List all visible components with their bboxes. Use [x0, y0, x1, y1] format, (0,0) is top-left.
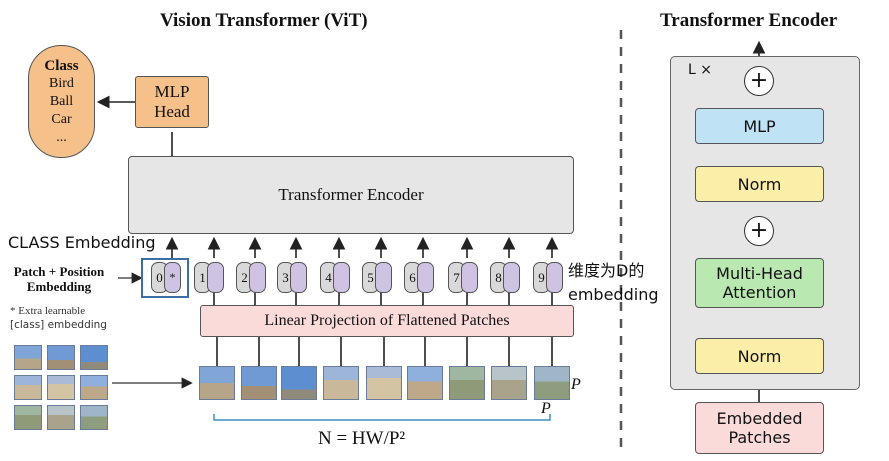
mlp-head-block: MLP Head [135, 76, 209, 128]
grid-patch-4 [14, 375, 42, 400]
embedded-patches-block: Embedded Patches [695, 402, 824, 454]
encoder-norm-bottom: Norm [695, 338, 824, 374]
patch-position-label: Patch + Position Embedding [0, 264, 118, 294]
patch-6 [407, 366, 443, 400]
token-8-embed [503, 262, 520, 293]
sequence-length-formula: N = HW/P² [318, 428, 406, 449]
grid-patch-3 [80, 345, 108, 370]
patch-2 [241, 366, 277, 400]
class-item-ball: Ball [49, 93, 74, 109]
linear-projection-block: Linear Projection of Flattened Patches [200, 305, 574, 337]
patch-position-line1: Patch + Position [13, 264, 105, 279]
grid-patch-8 [47, 405, 75, 430]
class-embedding-highlight [141, 258, 189, 298]
encoder-norm-top: Norm [695, 166, 824, 202]
residual-add-bottom: + [744, 216, 774, 246]
class-item-car: Car [51, 111, 72, 127]
patch-size-label-width: P [541, 400, 551, 417]
vit-title: Vision Transformer (ViT) [160, 10, 368, 31]
token-9-embed [546, 262, 563, 293]
grid-patch-2 [47, 345, 75, 370]
embedded-line2: Patches [728, 428, 791, 447]
patch-8 [491, 366, 527, 400]
transformer-encoder-block: Transformer Encoder [128, 156, 574, 234]
token-class-star: * [164, 262, 181, 293]
extra-learnable-note: * Extra learnable [class] embedding [10, 304, 107, 332]
encoder-mlp-block: MLP [695, 108, 824, 144]
patch-1 [199, 366, 235, 400]
grid-patch-1 [14, 345, 42, 370]
token-1: 1 [194, 262, 211, 293]
mha-line2: Attention [722, 283, 797, 302]
dimension-line1: 维度为D的 [568, 261, 645, 280]
token-6-embed [417, 262, 434, 293]
patch-5 [366, 366, 402, 400]
token-4-embed [333, 262, 350, 293]
patch-4 [323, 366, 359, 400]
layer-repeat-label: L × [688, 62, 712, 78]
patch-size-label-height: P [571, 376, 581, 393]
token-5-embed [375, 262, 392, 293]
mlp-head-line2: Head [154, 102, 190, 121]
grid-patch-9 [80, 405, 108, 430]
grid-patch-7 [14, 405, 42, 430]
dimension-line2: embedding [568, 285, 659, 304]
mha-line1: Multi-Head [716, 264, 803, 283]
patch-9 [534, 366, 570, 400]
grid-patch-6 [80, 375, 108, 400]
class-embedding-label: CLASS Embedding [8, 233, 156, 252]
mlp-head-line1: MLP [154, 82, 190, 101]
extra-line1: * Extra learnable [10, 305, 86, 317]
embedded-line1: Embedded [716, 409, 803, 428]
token-1-embed [207, 262, 224, 293]
grid-patch-5 [47, 375, 75, 400]
class-output-pill: Class Bird Ball Car ... [28, 45, 95, 158]
token-3-embed [290, 262, 307, 293]
patch-position-line2: Embedding [26, 279, 92, 294]
encoder-detail-title: Transformer Encoder [660, 10, 838, 31]
class-item-more: ... [56, 129, 67, 145]
multi-head-attention-block: Multi-Head Attention [695, 258, 824, 308]
patch-7 [449, 366, 485, 400]
class-heading: Class [44, 57, 79, 74]
patch-3 [281, 366, 317, 400]
dimension-label: 维度为D的 embedding [568, 259, 658, 307]
extra-line2: [class] embedding [10, 319, 107, 331]
residual-add-top: + [744, 66, 774, 96]
token-7-embed [461, 262, 478, 293]
class-item-bird: Bird [49, 75, 74, 91]
token-2-embed [249, 262, 266, 293]
